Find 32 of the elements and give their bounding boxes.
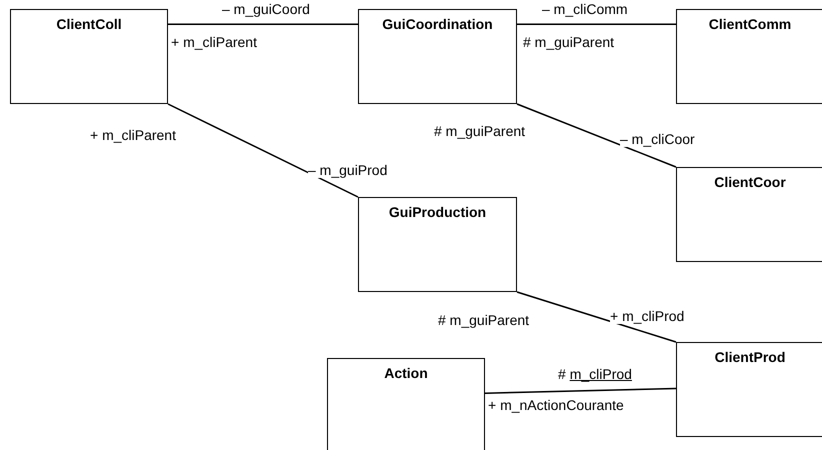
class-name: GuiCoordination — [382, 16, 493, 32]
class-box — [676, 167, 822, 262]
class-name: ClientCoor — [714, 174, 786, 190]
association-line — [168, 103, 358, 198]
class-box — [676, 342, 822, 437]
role-name: # m_cliProd — [558, 366, 632, 382]
role-name: + m_cliParent — [171, 34, 257, 50]
role-name: + m_nActionCourante — [488, 397, 624, 413]
class-name: Action — [384, 365, 428, 381]
role-name: – m_cliCoor — [620, 131, 695, 147]
association-line — [516, 103, 676, 168]
role-name: # m_guiParent — [438, 312, 530, 328]
association-line — [516, 291, 676, 343]
role-name: + m_cliProd — [610, 308, 684, 324]
role-name: # m_guiParent — [523, 34, 614, 50]
role-name: – m_cliComm — [542, 1, 628, 17]
role-name: – m_guiCoord — [222, 1, 310, 17]
class-box — [10, 9, 168, 104]
class-name: ClientColl — [56, 16, 122, 32]
association-line — [484, 388, 676, 394]
class-box — [676, 9, 822, 104]
class-box — [358, 197, 517, 292]
association-line — [168, 23, 358, 25]
class-name: GuiProduction — [388, 204, 486, 220]
association-line — [517, 23, 676, 25]
role-name: # m_guiParent — [434, 123, 526, 139]
class-box — [358, 9, 517, 104]
class-box — [327, 358, 485, 450]
role-name: – m_guiProd — [308, 162, 388, 178]
class-name: ClientProd — [714, 349, 786, 365]
class-name: ClientComm — [708, 16, 792, 32]
role-name: + m_cliParent — [90, 127, 176, 143]
